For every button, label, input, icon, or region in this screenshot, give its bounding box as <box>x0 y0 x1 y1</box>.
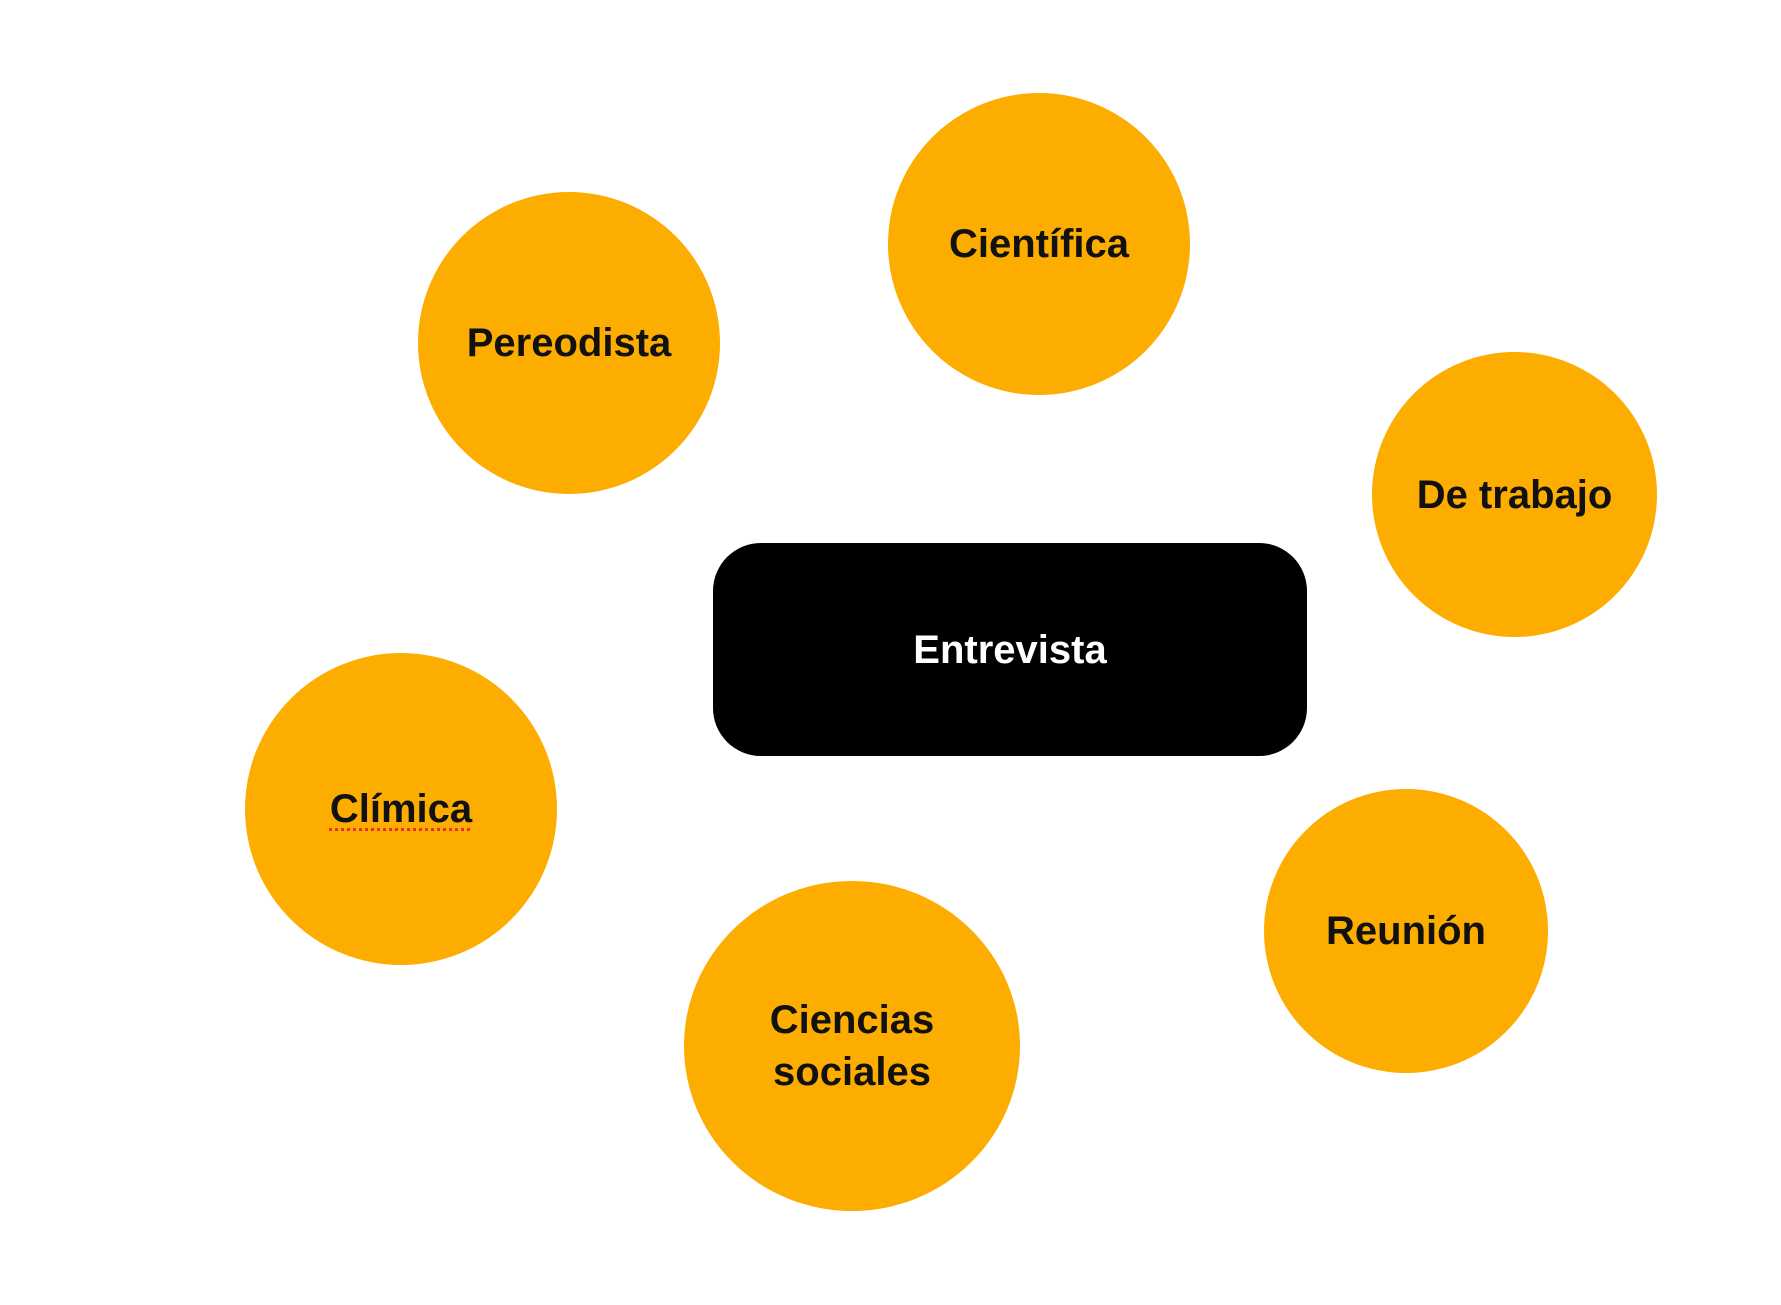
bubble-ciencias-sociales[interactable]: Ciencias sociales <box>684 881 1020 1211</box>
bubble-periodista[interactable]: Pereodista <box>418 192 720 494</box>
bubble-cientifica[interactable]: Científica <box>888 93 1190 395</box>
bubble-label-reunion: Reunión <box>1326 909 1486 953</box>
bubble-label-periodista: Pereodista <box>466 321 672 365</box>
bubble-label-de-trabajo: De trabajo <box>1416 472 1613 517</box>
bubble-clinica[interactable]: Clímica <box>245 653 557 965</box>
bubble-label-ciencias-sociales: Ciencias sociales <box>769 998 935 1094</box>
bubble-label-cientifica: Científica <box>948 222 1130 266</box>
bubble-label-clinica: Clímica <box>329 787 473 831</box>
center-node-entrevista[interactable]: Entrevista <box>713 543 1307 756</box>
bubble-de-trabajo[interactable]: De trabajo <box>1372 352 1657 637</box>
center-node-label: Entrevista <box>913 627 1107 672</box>
bubble-reunion[interactable]: Reunión <box>1264 789 1548 1073</box>
